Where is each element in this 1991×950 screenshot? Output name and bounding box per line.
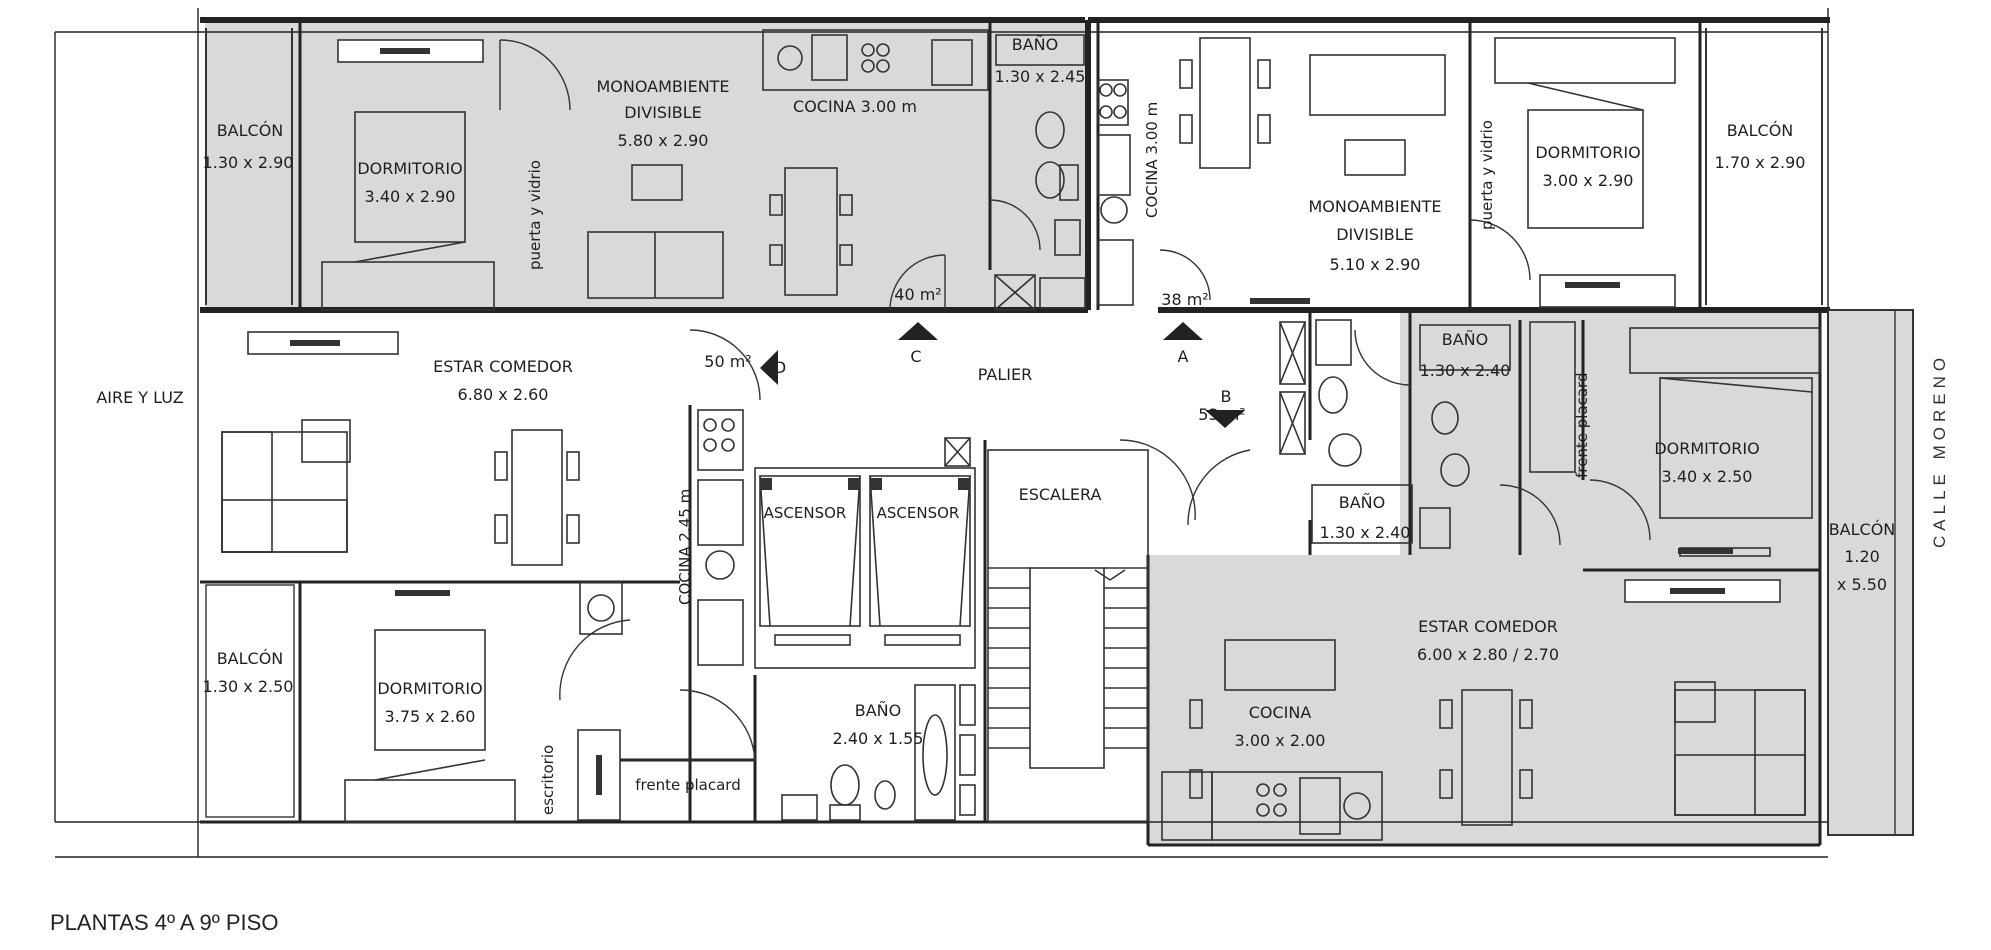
unit-b-bath-shading <box>1410 318 1520 553</box>
estar-b-name: ESTAR COMEDOR <box>1418 617 1558 636</box>
bano-d-dims: 2.40 x 1.55 <box>833 729 924 748</box>
dormitorio-c-name: DORMITORIO <box>357 159 462 178</box>
mono-c-name1: MONOAMBIENTE <box>596 77 729 96</box>
escalera-label: ESCALERA <box>1019 485 1102 504</box>
letter-c: C <box>910 347 921 366</box>
entry-arrow-d <box>760 350 778 385</box>
entry-arrow-a <box>1163 322 1203 340</box>
balcony-lines <box>205 28 1914 836</box>
dormitorio-b-dims: 3.40 x 2.50 <box>1662 467 1753 486</box>
unit-b-furniture <box>1161 319 1821 841</box>
unit-d-labels: ESTAR COMEDOR 6.80 x 2.60 COCINA 2.45 m … <box>203 352 924 815</box>
aire-luz-label: AIRE Y LUZ <box>96 388 183 407</box>
balcon-b-dims2: x 5.50 <box>1837 575 1887 594</box>
elevators: ASCENSOR ASCENSOR <box>754 437 976 669</box>
stairs: ESCALERA <box>987 449 1149 823</box>
entry-arrow-c <box>898 322 938 340</box>
balcon-b-name: BALCÓN <box>1829 520 1896 539</box>
ascensor-1-label: ASCENSOR <box>764 504 847 522</box>
balcon-a-dims: 1.70 x 2.90 <box>1715 153 1806 172</box>
letter-a: A <box>1178 347 1189 366</box>
bano-c-dims: 1.30 x 2.45 <box>995 67 1086 86</box>
dormitorio-c-dims: 3.40 x 2.90 <box>365 187 456 206</box>
dormitorio-a-dims: 3.00 x 2.90 <box>1543 171 1634 190</box>
bano-b1-name: BAÑO <box>1442 330 1488 349</box>
unit-c-labels: BALCÓN 1.30 x 2.90 DORMITORIO 3.40 x 2.9… <box>203 35 1086 366</box>
puerta-a-label: puerta y vidrio <box>1478 120 1496 230</box>
area-a: 38 m² <box>1161 290 1208 309</box>
entry-arrows <box>760 322 1245 428</box>
mono-c-dims: 5.80 x 2.90 <box>618 131 709 150</box>
unit-a-furniture <box>1097 37 1676 308</box>
mono-a-dims: 5.10 x 2.90 <box>1330 255 1421 274</box>
palier-label: PALIER <box>978 365 1032 384</box>
street-label: CALLE MORENO <box>1930 353 1949 548</box>
area-c: 40 m² <box>894 285 941 304</box>
mono-a-name1: MONOAMBIENTE <box>1308 197 1441 216</box>
window-markers <box>247 39 1781 603</box>
plan-caption: PLANTAS 4º A 9º PISO <box>50 910 278 935</box>
unit-c-furniture <box>321 29 1086 311</box>
unit-d-furniture <box>221 409 976 823</box>
balcon-d-dims: 1.30 x 2.50 <box>203 677 294 696</box>
cocina-b-dims: 3.00 x 2.00 <box>1235 731 1326 750</box>
balcon-c-name: BALCÓN <box>217 121 284 140</box>
ascensor-2-label: ASCENSOR <box>877 504 960 522</box>
bano-b2-name: BAÑO <box>1339 493 1385 512</box>
bano-b2-dims: 1.30 x 2.40 <box>1320 523 1411 542</box>
cocina-b-name: COCINA <box>1249 703 1312 722</box>
dormitorio-d-dims: 3.75 x 2.60 <box>385 707 476 726</box>
cocina-c-label: COCINA 3.00 m <box>793 97 917 116</box>
estar-b-dims: 6.00 x 2.80 / 2.70 <box>1417 645 1559 664</box>
balcon-a-name: BALCÓN <box>1727 121 1794 140</box>
cocina-a-label: COCINA 3.00 m <box>1143 102 1161 218</box>
dormitorio-b-name: DORMITORIO <box>1654 439 1759 458</box>
puerta-c-label: puerta y vidrio <box>526 160 544 270</box>
estar-d-name: ESTAR COMEDOR <box>433 357 573 376</box>
escritorio-label: escritorio <box>539 745 557 815</box>
cocina-d-label: COCINA 2.45 m <box>676 489 694 605</box>
unit-a-labels: COCINA 3.00 m MONOAMBIENTE DIVISIBLE 5.1… <box>1143 102 1805 366</box>
balcon-c-dims: 1.30 x 2.90 <box>203 153 294 172</box>
unit-b-shading <box>1148 555 1820 845</box>
door-swings <box>499 39 1651 761</box>
letter-b: B <box>1221 387 1232 406</box>
bano-b1-dims: 1.30 x 2.40 <box>1420 361 1511 380</box>
entry-arrow-b <box>1205 410 1245 428</box>
balcon-b-dims1: 1.20 <box>1844 547 1880 566</box>
bano-d-name: BAÑO <box>855 701 901 720</box>
balcon-d-name: BALCÓN <box>217 649 284 668</box>
mono-a-name2: DIVISIBLE <box>1336 225 1414 244</box>
dormitorio-a-name: DORMITORIO <box>1535 143 1640 162</box>
mono-c-name2: DIVISIBLE <box>624 103 702 122</box>
unit-b-labels: 53 m² B BAÑO 1.30 x 2.40 BAÑO 1.30 x 2.4… <box>1198 330 1895 750</box>
placard-b-label: frente placard <box>1573 373 1591 478</box>
area-d: 50 m² <box>704 352 751 371</box>
dormitorio-d-name: DORMITORIO <box>377 679 482 698</box>
estar-d-dims: 6.80 x 2.60 <box>458 385 549 404</box>
bano-c-name: BAÑO <box>1012 35 1058 54</box>
placard-d-label: frente placard <box>635 776 740 794</box>
